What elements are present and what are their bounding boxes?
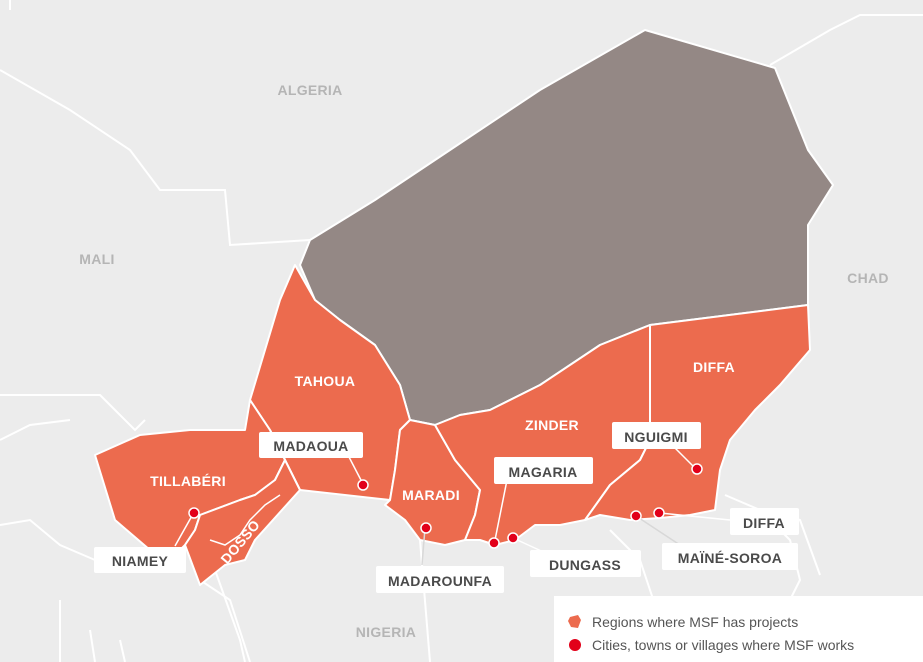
city-dot-magaria[interactable]	[488, 537, 500, 549]
country-label-nigeria: NIGERIA	[356, 624, 416, 640]
city-label-madarounfa[interactable]: MADAROUNFA	[376, 566, 504, 593]
svg-text:MADAOUA: MADAOUA	[273, 438, 348, 454]
legend-regions-label: Regions where MSF has projects	[592, 614, 799, 630]
legend-item-regions: Regions where MSF has projects	[568, 614, 798, 630]
country-label-algeria: ALGERIA	[277, 82, 342, 98]
city-dot-madarounfa[interactable]	[420, 522, 432, 534]
legend-item-cities: Cities, towns or villages where MSF work…	[568, 637, 854, 653]
dosso-border-detail	[209, 494, 281, 546]
country-label-mali: MALI	[79, 251, 114, 267]
region-label-tahoua: TAHOUA	[295, 373, 356, 389]
svg-text:DUNGASS: DUNGASS	[549, 557, 621, 573]
city-dot-madaoua[interactable]	[357, 479, 369, 491]
city-dot-diffa[interactable]	[653, 507, 665, 519]
region-label-tillaberi: TILLABÉRI	[150, 473, 226, 489]
leader-lines	[174, 444, 731, 566]
svg-text:MADAROUNFA: MADAROUNFA	[388, 573, 492, 589]
city-dot-icon	[569, 639, 581, 651]
svg-text:NGUIGMI: NGUIGMI	[624, 429, 688, 445]
region-shape-icon	[568, 615, 581, 628]
region-label-maradi: MARADI	[402, 487, 460, 503]
city-dot-dungass[interactable]	[507, 532, 519, 544]
city-label-niamey[interactable]: NIAMEY	[94, 547, 186, 573]
city-label-maine-soroa[interactable]: MAÏNÉ-SOROA	[662, 543, 798, 570]
map-legend: Regions where MSF has projects Cities, t…	[554, 596, 923, 662]
city-label-madaoua[interactable]: MADAOUA	[259, 432, 363, 458]
city-dot-niamey[interactable]	[188, 507, 200, 519]
city-dots	[188, 463, 703, 549]
city-label-nguigmi[interactable]: NGUIGMI	[612, 422, 701, 449]
region-zinder[interactable]	[434, 324, 651, 546]
city-dot-maine-soroa[interactable]	[630, 510, 642, 522]
city-label-dungass[interactable]: DUNGASS	[530, 550, 641, 577]
legend-cities-label: Cities, towns or villages where MSF work…	[592, 637, 855, 653]
city-label-magaria[interactable]: MAGARIA	[494, 457, 593, 484]
svg-text:MAÏNÉ-SOROA: MAÏNÉ-SOROA	[678, 550, 782, 566]
region-dosso[interactable]	[184, 459, 301, 586]
country-label-chad: CHAD	[847, 270, 889, 286]
svg-text:MAGARIA: MAGARIA	[509, 464, 578, 480]
region-diffa[interactable]	[584, 304, 811, 521]
region-label-diffa: DIFFA	[693, 359, 735, 375]
city-label-diffa[interactable]: DIFFA	[730, 508, 799, 535]
region-label-zinder: ZINDER	[525, 417, 579, 433]
svg-text:DIFFA: DIFFA	[743, 515, 785, 531]
city-dot-nguigmi[interactable]	[691, 463, 703, 475]
svg-text:NIAMEY: NIAMEY	[112, 553, 169, 569]
